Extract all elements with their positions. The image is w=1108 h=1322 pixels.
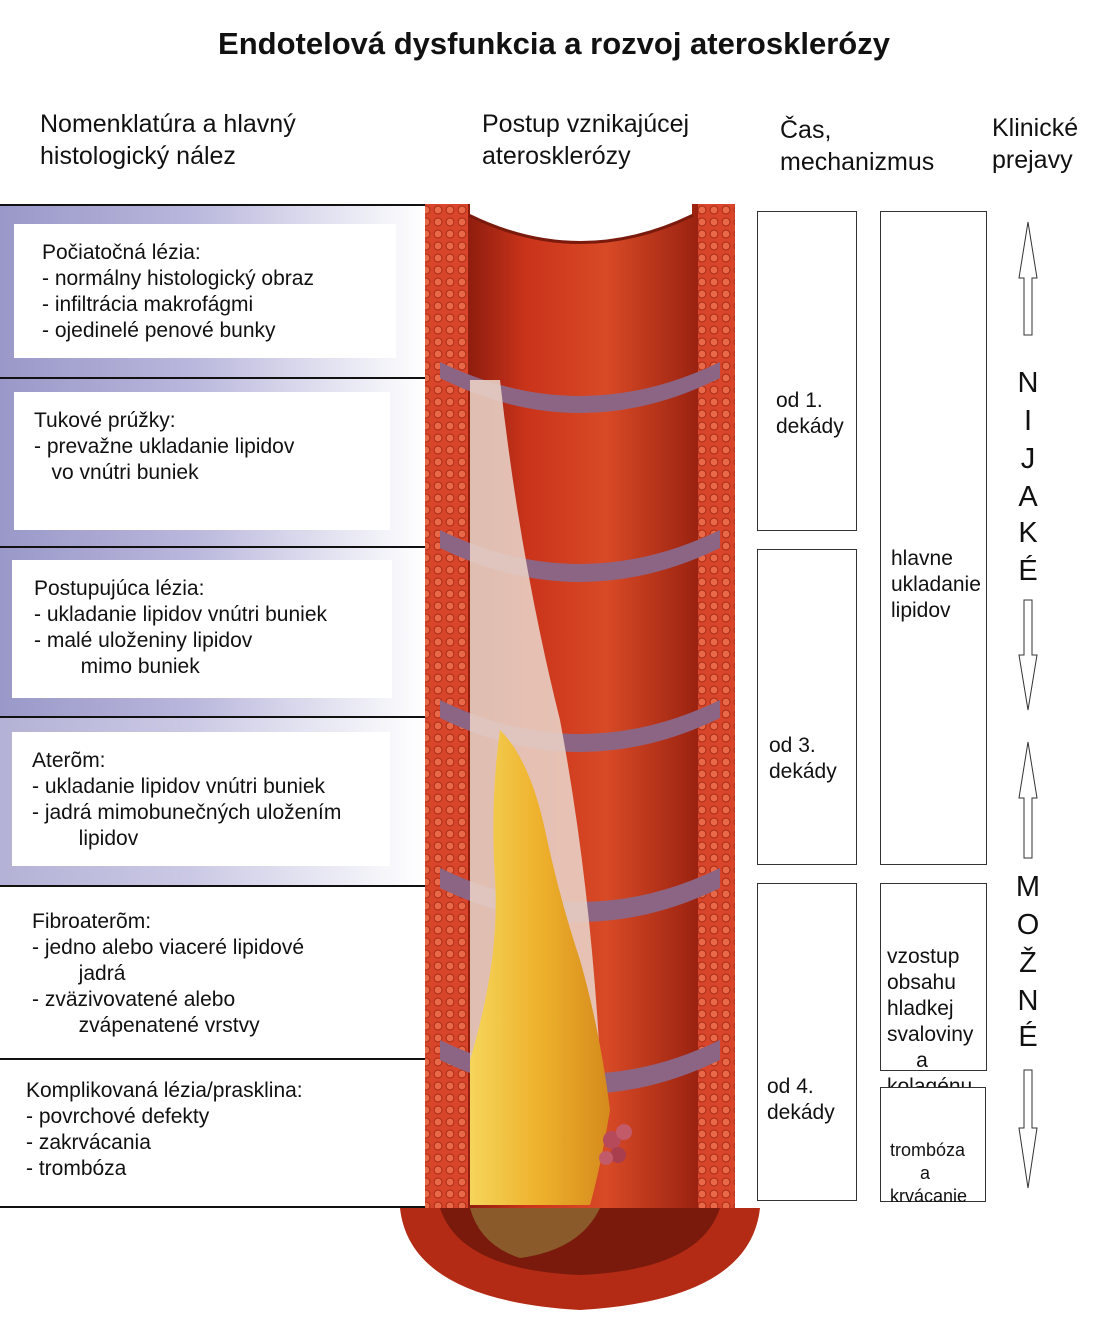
mechanism-box-thrombosis <box>880 1087 986 1202</box>
separator-line <box>0 204 735 206</box>
lipid-plaque <box>470 730 610 1205</box>
time-box-decade-4 <box>757 883 857 1201</box>
clinical-letter: N <box>1017 985 1039 1017</box>
stage-box-fibroatheroma: Fibroaterõm: - jedno alebo viaceré lipid… <box>12 897 388 1043</box>
clinical-letter: J <box>1020 443 1036 475</box>
stage-box-complicated: Komplikovaná lézia/prasklina: - povrchov… <box>12 1068 386 1200</box>
stage-box-atheroma: Aterõm: - ukladanie lipidov vnútri bunie… <box>12 732 390 866</box>
time-box-decade-3 <box>757 549 857 865</box>
time-text-decade-1: od 1.dekády <box>776 389 844 438</box>
arrow-down-icon <box>1018 1069 1038 1189</box>
separator-line <box>0 885 735 887</box>
clinical-letter: K <box>1018 517 1038 549</box>
clinical-letter: É <box>1018 555 1038 587</box>
mechanism-box-collagen <box>880 883 987 1071</box>
separator-line <box>0 716 735 718</box>
mechanism-box-lipids <box>880 211 987 865</box>
clinical-letter: Ž <box>1019 947 1037 979</box>
time-box-decade-1 <box>757 211 857 531</box>
time-text-decade-3: od 3.dekády <box>769 734 837 783</box>
clinical-letter: É <box>1018 1021 1038 1053</box>
thrombus <box>603 1131 621 1149</box>
stage-box-initial: Počiatočná lézia: - normálny histologick… <box>14 224 396 358</box>
separator-line <box>0 1206 735 1208</box>
clinical-letter: A <box>1018 481 1038 513</box>
clinical-letter: M <box>1015 871 1041 903</box>
separator-line <box>0 1058 735 1060</box>
arrow-up-icon <box>1018 221 1038 336</box>
diagram-title: Endotelová dysfunkcia a rozvoj ateroskle… <box>218 26 890 61</box>
time-text-decade-4: od 4.dekády <box>767 1075 835 1124</box>
clinical-letter: N <box>1017 367 1039 399</box>
separator-line <box>0 546 735 548</box>
arrow-down-icon <box>1018 599 1038 711</box>
header-time: Čas,mechanizmus <box>780 116 935 176</box>
arrow-up-icon <box>1018 741 1038 859</box>
stage-box-progressive: Postupujúca lézia: - ukladanie lipidov v… <box>12 560 392 698</box>
clinical-letter: I <box>1023 405 1033 437</box>
separator-line <box>0 377 735 379</box>
ring-section <box>440 362 720 413</box>
clinical-letter: O <box>1016 909 1040 941</box>
stage-box-fatty-streaks: Tukové prúžky: - prevažne ukladanie lipi… <box>14 392 390 530</box>
